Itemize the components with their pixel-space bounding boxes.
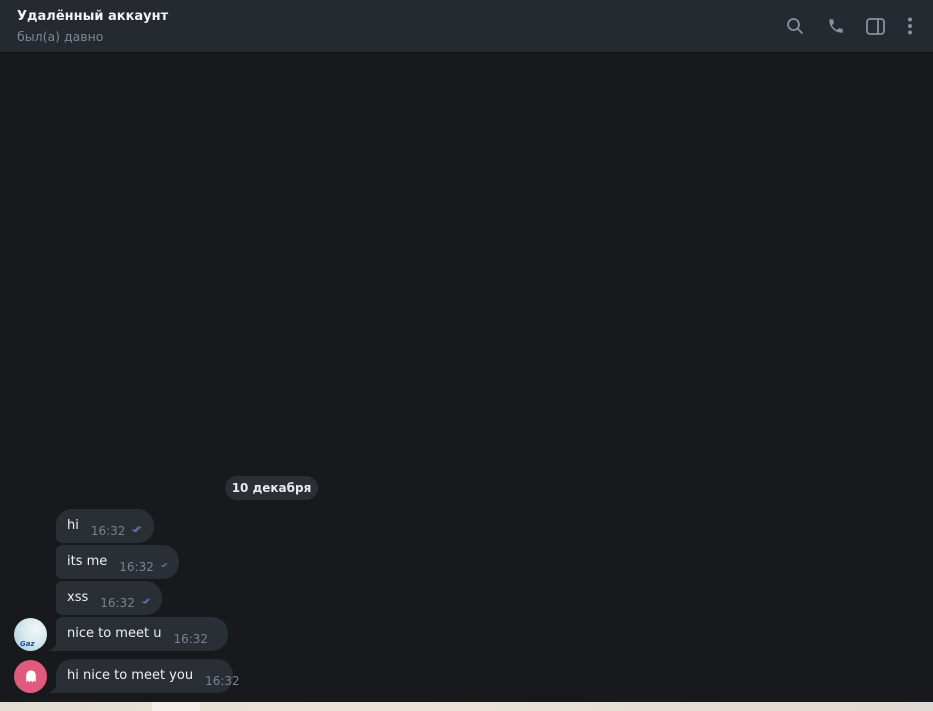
double-check-icon — [160, 563, 168, 567]
message-bubble[interactable]: nice to meet u 16:32 — [56, 617, 228, 651]
taskbar-segment — [152, 702, 200, 711]
date-separator: 10 декабря — [225, 476, 318, 500]
phone-icon[interactable] — [826, 16, 846, 36]
chat-header: Удалённый аккаунт был(а) давно — [0, 0, 933, 53]
message-time: 16:32 — [205, 674, 240, 688]
search-icon[interactable] — [785, 16, 805, 36]
double-check-icon — [132, 526, 142, 532]
more-vertical-icon[interactable] — [900, 16, 920, 36]
message-time: 16:32 — [119, 560, 154, 574]
chat-title[interactable]: Удалённый аккаунт — [17, 9, 169, 24]
message-text: nice to meet u — [67, 626, 162, 641]
message-bubble[interactable]: xss 16:32 — [56, 581, 162, 615]
double-check-icon — [141, 598, 150, 604]
ghost-icon — [25, 670, 36, 682]
message-text: hi — [67, 518, 79, 533]
double-check-icon — [215, 636, 217, 638]
message-time: 16:32 — [100, 596, 135, 610]
message-text: its me — [67, 554, 108, 569]
message-bubble[interactable]: hi nice to meet you 16:32 — [56, 659, 240, 693]
bubble-tail — [48, 683, 58, 693]
photo-avatar[interactable]: Gaz — [14, 618, 47, 651]
desktop-background-strip — [0, 702, 933, 711]
bubble-tail — [48, 641, 58, 651]
last-seen-status: был(а) давно — [17, 29, 104, 44]
sidebar-toggle-icon[interactable] — [865, 16, 885, 36]
message-text: hi nice to meet you — [67, 668, 194, 683]
avatar-logo: Gaz — [20, 640, 35, 648]
ghost-avatar[interactable] — [14, 660, 47, 693]
message-bubble[interactable]: hi 16:32 — [56, 509, 154, 543]
message-time: 16:32 — [90, 524, 126, 538]
message-time: 16:32 — [173, 632, 209, 646]
message-text: xss — [67, 590, 89, 605]
message-bubble[interactable]: its me 16:32 — [56, 545, 179, 579]
